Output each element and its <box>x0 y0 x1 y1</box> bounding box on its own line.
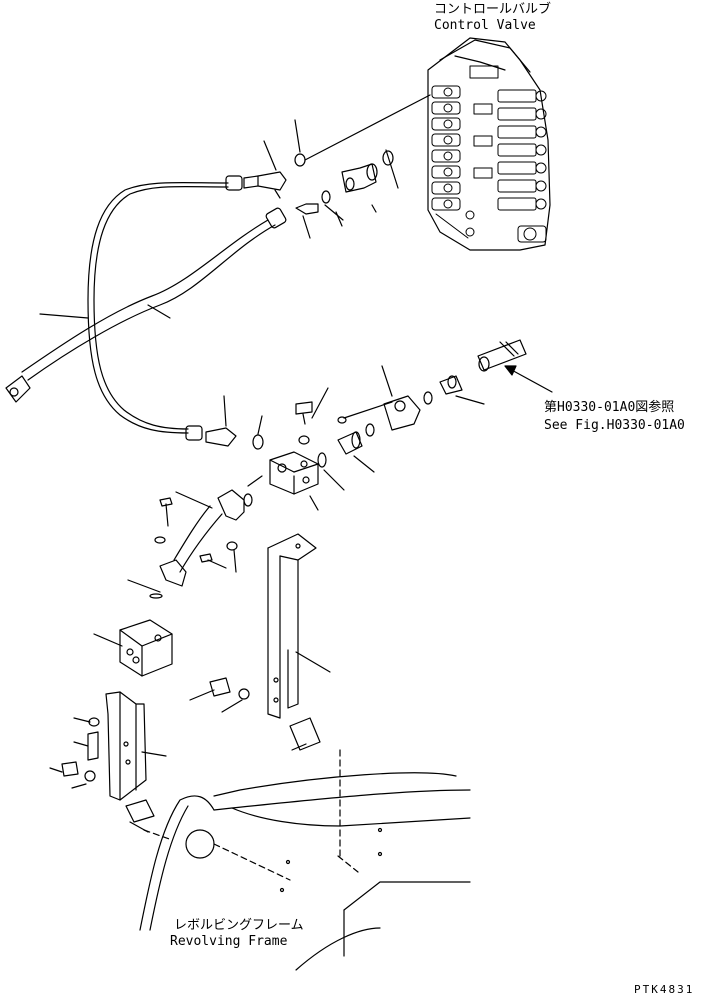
hoses <box>5 175 287 441</box>
revolving-frame-label-jp: レボルビングフレーム <box>174 918 304 933</box>
control-valve-label-en: Control Valve <box>434 18 536 33</box>
revolving-frame <box>139 749 471 971</box>
reference-label-en: See Fig.H0330-01A0 <box>544 418 685 433</box>
left-bracket-assembly <box>49 619 173 833</box>
right-bracket-assembly <box>189 533 331 751</box>
control-valve <box>427 37 551 251</box>
drawing-code: PTK4831 <box>634 983 695 996</box>
elbow-pipe <box>127 489 245 599</box>
middle-fittings <box>205 339 553 511</box>
revolving-frame-label-en: Revolving Frame <box>170 934 288 949</box>
control-valve-label-jp: コントロールバルブ <box>434 2 552 17</box>
reference-label-jp: 第H0330-01A0図参照 <box>544 400 675 415</box>
upper-fittings <box>243 94 431 239</box>
